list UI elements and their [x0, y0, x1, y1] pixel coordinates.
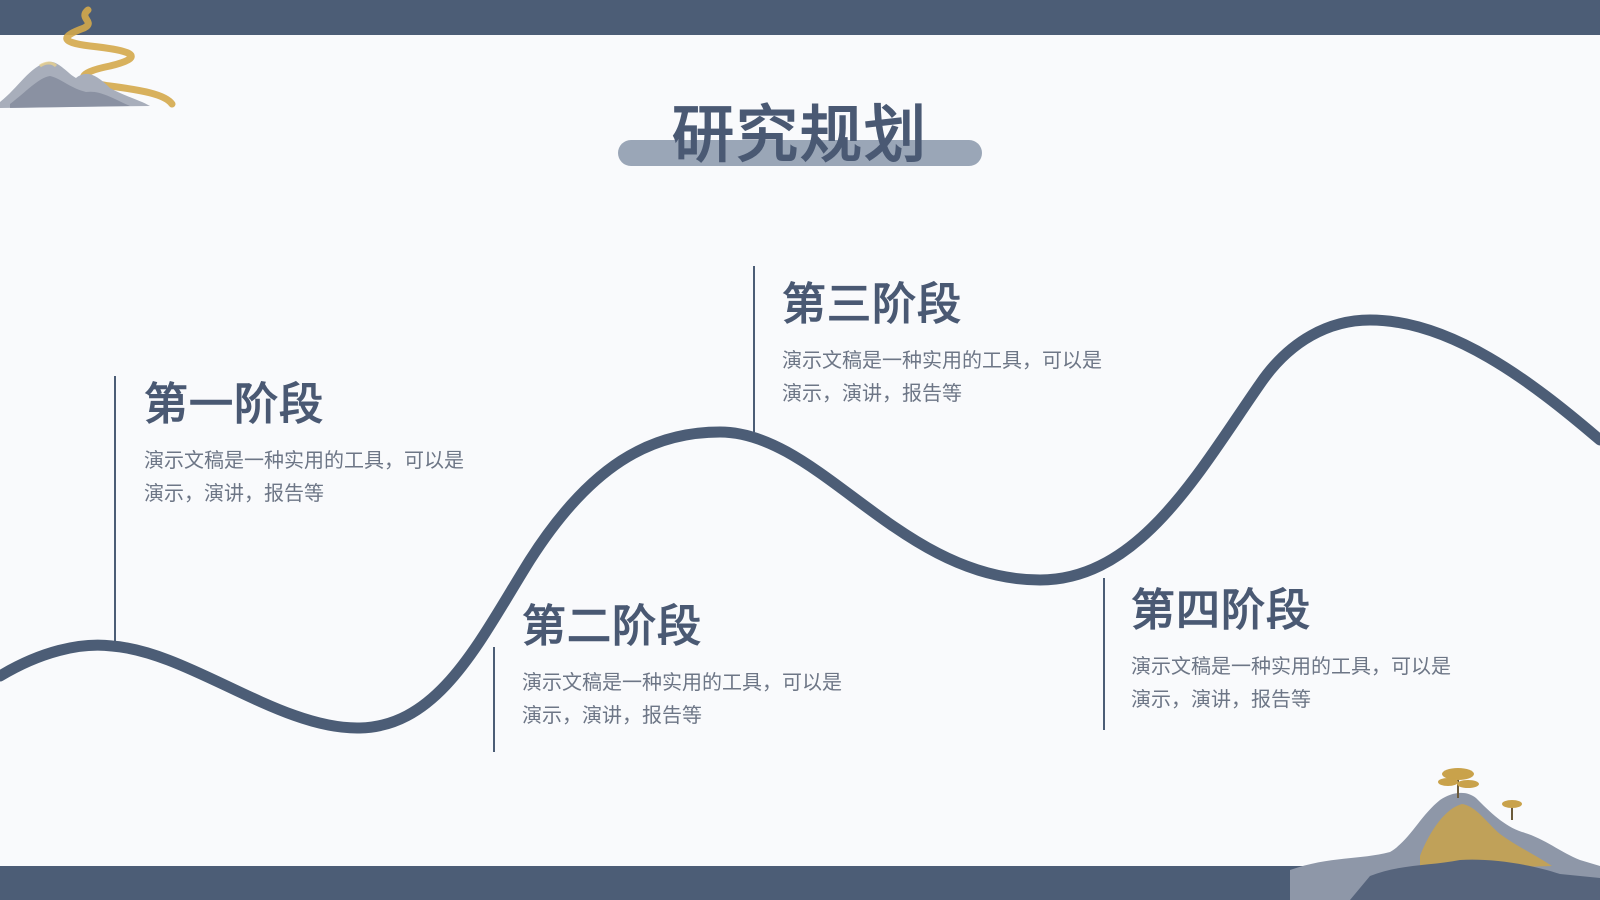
stage-4-desc-line2: 演示，演讲，报告等: [1131, 687, 1311, 711]
stage-2-divider: [493, 647, 495, 752]
stage-2: 第二阶段 演示文稿是一种实用的工具，可以是 演示，演讲，报告等: [522, 602, 902, 732]
stage-4: 第四阶段 演示文稿是一种实用的工具，可以是 演示，演讲，报告等: [1131, 586, 1511, 716]
top-band: [0, 0, 1600, 35]
mountain-pine-ornament: [1290, 768, 1600, 900]
stage-1: 第一阶段 演示文稿是一种实用的工具，可以是 演示，演讲，报告等: [144, 380, 524, 510]
title-underline-bar: [618, 140, 982, 166]
stage-2-desc-line2: 演示，演讲，报告等: [522, 703, 702, 727]
stage-1-divider: [114, 376, 116, 646]
stage-2-desc-line1: 演示文稿是一种实用的工具，可以是: [522, 670, 842, 694]
stage-1-desc-line1: 演示文稿是一种实用的工具，可以是: [144, 448, 464, 472]
stage-1-desc-line2: 演示，演讲，报告等: [144, 481, 324, 505]
page-title: 研究规划: [671, 98, 928, 171]
stage-4-desc-line1: 演示文稿是一种实用的工具，可以是: [1131, 654, 1451, 678]
stage-4-description: 演示文稿是一种实用的工具，可以是 演示，演讲，报告等: [1131, 650, 1511, 716]
stage-4-title: 第四阶段: [1131, 585, 1311, 636]
stage-1-description: 演示文稿是一种实用的工具，可以是 演示，演讲，报告等: [144, 444, 524, 510]
stage-3-divider: [753, 266, 755, 432]
stage-3: 第三阶段 演示文稿是一种实用的工具，可以是 演示，演讲，报告等: [782, 280, 1162, 410]
mountain-river-ornament: [0, 6, 176, 108]
stage-3-desc-line1: 演示文稿是一种实用的工具，可以是: [782, 348, 1102, 372]
stage-1-title: 第一阶段: [144, 379, 324, 430]
stage-2-description: 演示文稿是一种实用的工具，可以是 演示，演讲，报告等: [522, 666, 902, 732]
stage-3-description: 演示文稿是一种实用的工具，可以是 演示，演讲，报告等: [782, 344, 1162, 410]
stage-3-desc-line2: 演示，演讲，报告等: [782, 381, 962, 405]
stage-3-title: 第三阶段: [782, 279, 962, 330]
stage-2-title: 第二阶段: [522, 601, 702, 652]
stage-4-divider: [1103, 578, 1105, 730]
title-block: 研究规划: [600, 78, 1000, 178]
